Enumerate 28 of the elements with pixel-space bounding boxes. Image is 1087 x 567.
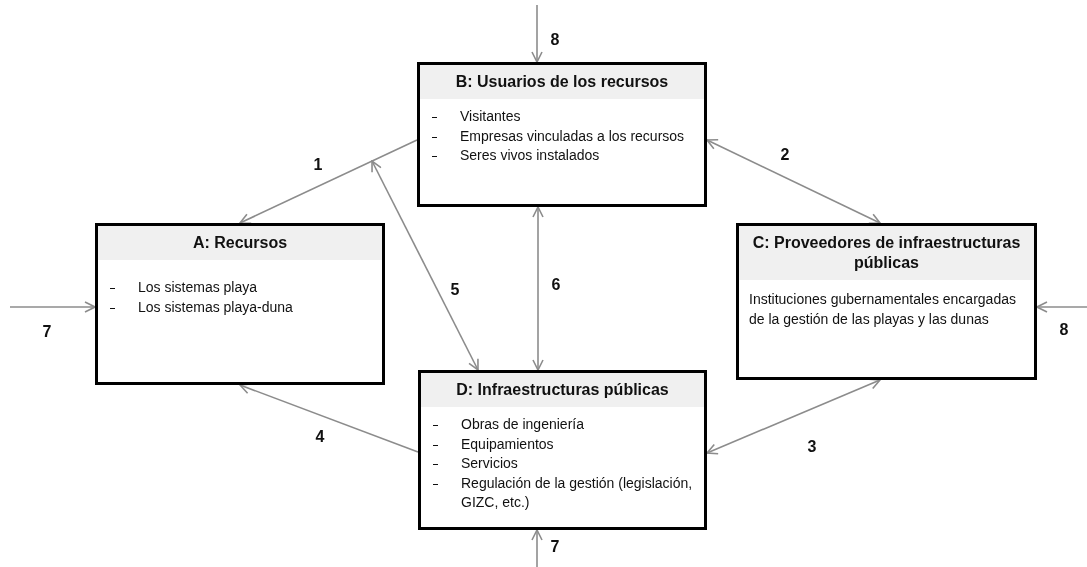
list-item: Empresas vinculadas a los recursos: [460, 126, 685, 146]
arrow: [239, 383, 419, 453]
arrow: [531, 529, 543, 567]
arrow: [706, 378, 881, 455]
arrow: [239, 139, 418, 225]
arrow: [531, 4, 543, 63]
box-heading: C: Proveedores de infraestructuras públicas: [739, 226, 1034, 280]
arrow: [532, 206, 544, 371]
list-item: Los sistemas playa: [138, 278, 258, 297]
arrow: [706, 139, 881, 224]
box-heading: D: Infraestructuras públicas: [421, 373, 704, 407]
box-heading: B: Usuarios de los recursos: [420, 65, 704, 99]
concept-box: [418, 370, 707, 530]
arrow: [1036, 301, 1087, 313]
list-item: Seres vivos instalados: [460, 146, 600, 166]
arrow: [371, 160, 479, 371]
list-item: Los sistemas playa-duna: [138, 297, 293, 317]
list-item: Equipamientos: [461, 434, 554, 454]
list-item: Obras de ingeniería: [461, 415, 584, 434]
list-item: Regulación de la gestión (legislación, GIZC, etc.): [461, 473, 694, 513]
list-item: Visitantes: [460, 107, 521, 126]
arrow: [9, 301, 96, 313]
list-item: Servicios: [461, 454, 518, 474]
concept-box: [417, 62, 707, 207]
box-text: Instituciones gubernamentales encargadas de la gestión de las playas y las dunas: [749, 290, 1017, 329]
concept-box: [95, 223, 385, 385]
box-heading: A: Recursos: [98, 226, 382, 260]
concept-box: [736, 223, 1037, 380]
